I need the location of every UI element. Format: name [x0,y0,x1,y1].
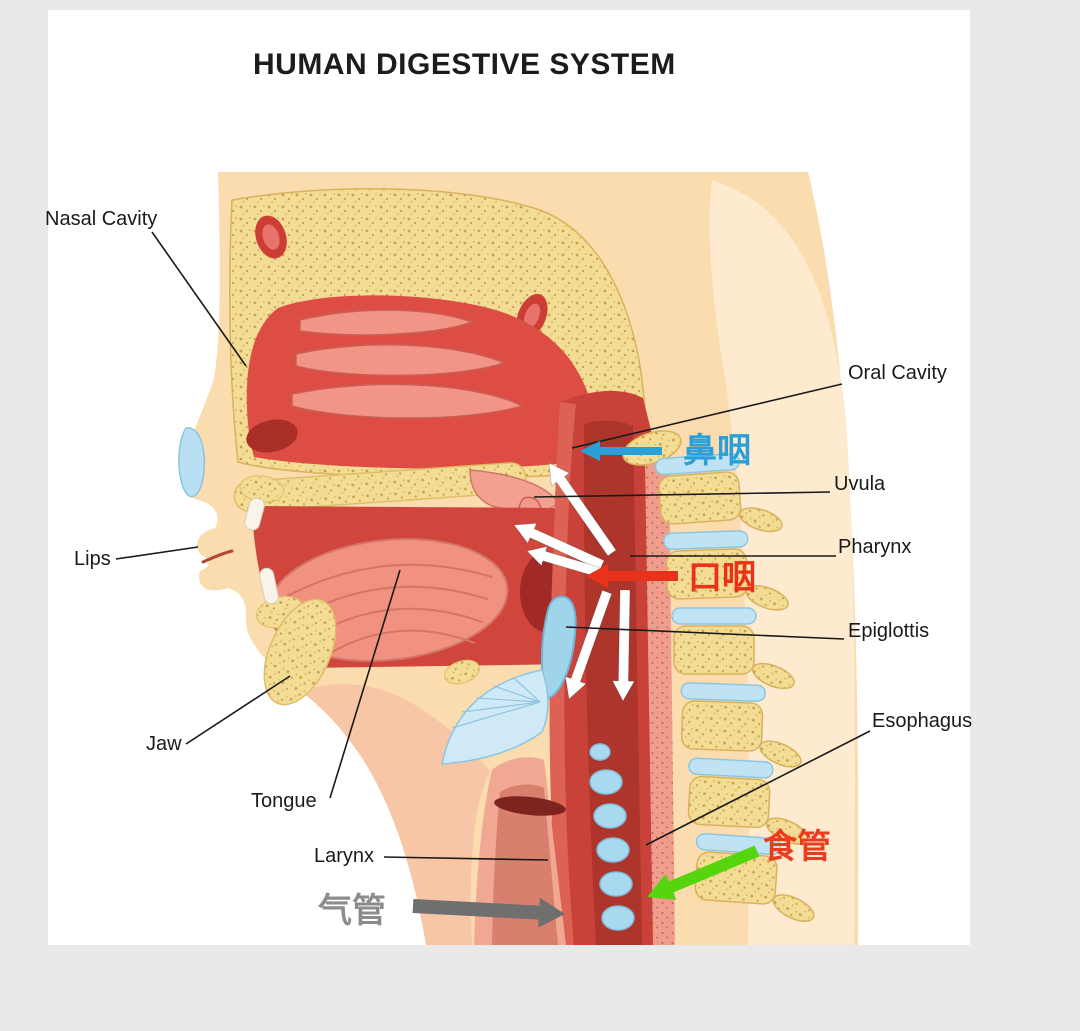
sinus-right-core [523,303,541,329]
leader-line-uvula [533,491,831,498]
hard-palate-bone [233,462,527,512]
leader-line-jaw [185,675,291,745]
nasal-cavity-region [178,295,597,498]
neck-back-skin [709,180,856,945]
label-pharynx: Pharynx [838,536,912,558]
sinus-left-core [262,224,280,250]
upper-tooth [244,497,265,531]
larynx-region [441,595,635,945]
turbinate-lower [291,383,525,419]
oropharynx-arrow [586,564,678,588]
leader-line-larynx [383,856,549,861]
vertebra [680,682,802,768]
label-esophagus: Esophagus [872,710,973,732]
label-trachea-cn: 气管 [317,891,386,931]
leader-line-esophagus [645,730,871,846]
oral-cavity-region [201,475,577,706]
diagram-title: HUMAN DIGESTIVE SYSTEM [253,48,676,81]
thyroid-cartilage-fan [441,669,549,765]
label-oral-cavity: Oral Cavity [848,362,947,384]
label-nasal-cavity: Nasal Cavity [45,208,158,230]
label-larynx: Larynx [314,845,375,867]
mouth-slit [201,549,234,564]
vertebra [654,452,783,533]
flow-arrow-down-1 [564,589,613,700]
esophagus-arrow [647,845,760,900]
label-tongue: Tongue [251,790,317,812]
leader-line-tongue [329,569,401,799]
label-esophagus-cn: 食管 [763,827,831,867]
label-jaw: Jaw [146,733,182,755]
pharynx-region [549,390,675,945]
label-lips: Lips [74,548,111,570]
nostril-interior [246,419,298,453]
trachea-arrow [412,897,565,928]
flow-arrow-down-2 [611,589,636,702]
neck-front-muscle [302,684,490,945]
leader-lines [115,231,871,861]
annotation-arrows [412,441,760,928]
vertebra [663,530,789,611]
nasopharynx-arrow [580,441,662,461]
jaw-bone [263,598,337,706]
leader-line-lips [115,546,199,560]
turbinate-upper [299,309,475,336]
flow-arrows [513,462,636,702]
turbinate-middle [295,344,507,377]
fan-lines [451,677,541,729]
lower-tooth [259,567,279,605]
label-uvula: Uvula [834,473,886,495]
vocal-fold-slit [494,796,566,816]
leader-line-oral-cavity [571,383,843,449]
hyoid-bone [444,659,480,685]
flow-arrow-up-3 [526,545,600,578]
vertebra [671,607,795,690]
tracheal-cartilage-stack [589,743,635,931]
leader-line-epiglottis [565,626,845,640]
label-nasopharynx-cn: 鼻咽 [683,431,751,471]
tear-duct [178,427,206,498]
epiglottis-shape [540,595,577,700]
flow-arrow-up-1 [548,462,617,557]
leader-line-nasal-cavity [151,231,247,367]
nasal-cavity-shape [246,295,597,469]
label-oropharynx-cn: 口咽 [688,558,756,598]
label-epiglottis: Epiglottis [848,620,930,642]
